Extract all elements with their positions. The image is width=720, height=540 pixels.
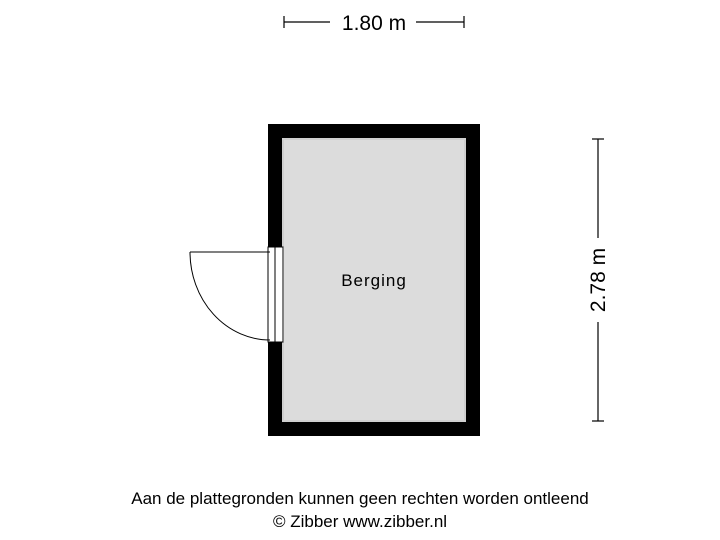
height-dimension-label: 2.78 m: [587, 248, 610, 312]
width-dimension: 1.80 m: [283, 12, 465, 35]
height-dimension: 2.78 m: [587, 138, 610, 422]
room-label-berging: Berging: [341, 271, 407, 290]
room-floor: [283, 139, 465, 421]
copyright-text: © Zibber www.zibber.nl: [272, 512, 448, 531]
disclaimer-text: Aan de plattegronden kunnen geen rechten…: [131, 489, 589, 508]
door-swing-arc: [189, 251, 271, 341]
width-dimension-label: 1.80 m: [342, 12, 406, 35]
door: [189, 246, 284, 343]
